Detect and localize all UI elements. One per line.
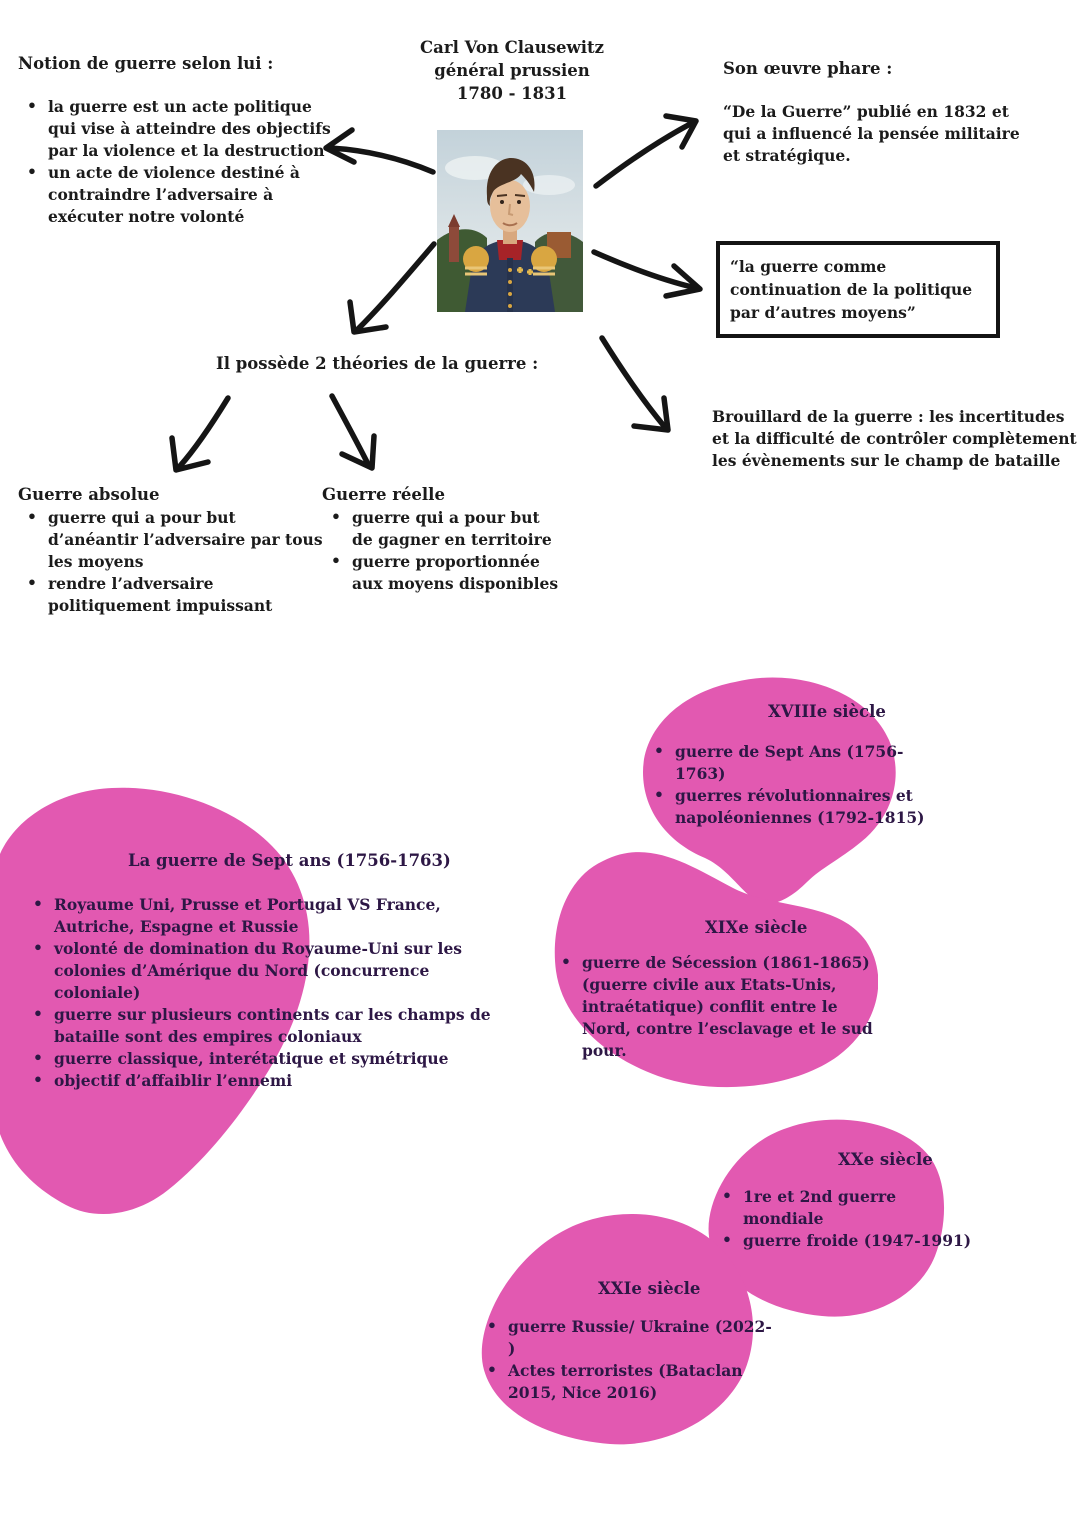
arrow-to-quote — [591, 249, 699, 291]
person-dates: 1780 - 1831 — [456, 84, 568, 103]
notion-bullet: un acte de violence destiné à contraindr… — [18, 161, 338, 228]
guerre-reelle-title: Guerre réelle — [322, 485, 445, 504]
sept-ans-bullet: objectif d’affaiblir l’ennemi — [24, 1069, 494, 1092]
arrow-to-brouillard — [599, 335, 667, 429]
portrait-collar — [497, 240, 523, 260]
reelle-bullet: guerre proportionnée aux moyens disponib… — [322, 550, 562, 595]
arrow-to-oeuvre — [593, 120, 695, 189]
arrow-to-reelle — [329, 393, 371, 467]
xx-bullet: 1re et 2nd guerre mondiale — [713, 1185, 973, 1230]
portrait-hair — [486, 158, 535, 206]
person-role: général prussien — [434, 61, 590, 80]
notion-title: Notion de guerre selon lui : — [18, 54, 274, 73]
arrow-to-reelle-head — [339, 433, 377, 471]
sept-ans-bullet: Royaume Uni, Prusse et Portugal VS Franc… — [24, 893, 494, 938]
xxi-list: guerre Russie/ Ukraine (2022- ) Actes te… — [478, 1315, 778, 1404]
guerre-absolue-title: Guerre absolue — [18, 485, 160, 504]
portrait-medal — [517, 267, 523, 273]
xxi-bullet: guerre Russie/ Ukraine (2022- ) — [478, 1315, 778, 1360]
arrow-to-quote-head — [663, 263, 703, 299]
arrow-to-theories — [355, 241, 437, 332]
person-heading: Carl Von Clausewitz général prussien 178… — [392, 36, 632, 105]
xviii-list: guerre de Sept Ans (1756-1763) guerres r… — [645, 740, 935, 829]
xxi-title: XXIe siècle — [598, 1279, 701, 1298]
absolue-bullet: guerre qui a pour but d’anéantir l’adver… — [18, 506, 328, 573]
arrow-to-notion — [327, 145, 436, 175]
xviii-bullet: guerre de Sept Ans (1756-1763) — [645, 740, 935, 785]
sept-ans-bullet: guerre classique, interétatique et symét… — [24, 1047, 494, 1070]
xviii-bullet: guerres révolutionnaires et napoléonienn… — [645, 784, 935, 829]
arrow-to-theories-head — [347, 299, 389, 335]
guerre-reelle-list: guerre qui a pour but de gagner en terri… — [322, 506, 562, 595]
xx-list: 1re et 2nd guerre mondiale guerre froide… — [713, 1185, 973, 1252]
sept-ans-title: La guerre de Sept ans (1756-1763) — [128, 851, 451, 870]
sept-ans-bullet: guerre sur plusieurs continents car les … — [24, 1003, 494, 1048]
xx-title: XXe siècle — [838, 1150, 933, 1169]
arrow-to-oeuvre-head — [663, 113, 699, 150]
portrait-medal — [527, 269, 533, 275]
oeuvre-text: “De la Guerre” publié en 1832 et qui a i… — [723, 102, 1020, 165]
person-name: Carl Von Clausewitz — [420, 38, 604, 57]
notion-list: la guerre est un acte politique qui vise… — [18, 95, 338, 228]
brouillard-text: Brouillard de la guerre : les incertitud… — [712, 407, 1077, 470]
clausewitz-portrait — [437, 130, 583, 312]
notion-bullet: la guerre est un acte politique qui vise… — [18, 95, 338, 162]
xxi-bullet: Actes terroristes (Bataclan 2015, Nice 2… — [478, 1359, 778, 1404]
theories-intro: Il possède 2 théories de la guerre : — [216, 354, 539, 373]
reelle-bullet: guerre qui a pour but de gagner en terri… — [322, 506, 562, 551]
absolue-bullet: rendre l’adversaire politiquement impuis… — [18, 572, 328, 617]
sept-ans-list: Royaume Uni, Prusse et Portugal VS Franc… — [24, 893, 494, 1092]
arrow-to-absolue-head — [169, 435, 211, 473]
xix-bullet: guerre de Sécession (1861-1865) (guerre … — [552, 951, 882, 1062]
quote-box: “la guerre comme continuation de la poli… — [716, 241, 1000, 338]
arrow-to-brouillard-head — [631, 395, 671, 433]
xx-bullet: guerre froide (1947-1991) — [713, 1229, 973, 1252]
xix-list: guerre de Sécession (1861-1865) (guerre … — [552, 951, 882, 1062]
oeuvre-title: Son œuvre phare : — [723, 59, 893, 78]
xix-title: XIXe siècle — [705, 918, 808, 937]
guerre-absolue-list: guerre qui a pour but d’anéantir l’adver… — [18, 506, 328, 617]
arrow-to-absolue — [177, 395, 231, 469]
xviii-title: XVIIIe siècle — [768, 702, 886, 721]
sept-ans-bullet: volonté de domination du Royaume-Uni sur… — [24, 937, 494, 1004]
